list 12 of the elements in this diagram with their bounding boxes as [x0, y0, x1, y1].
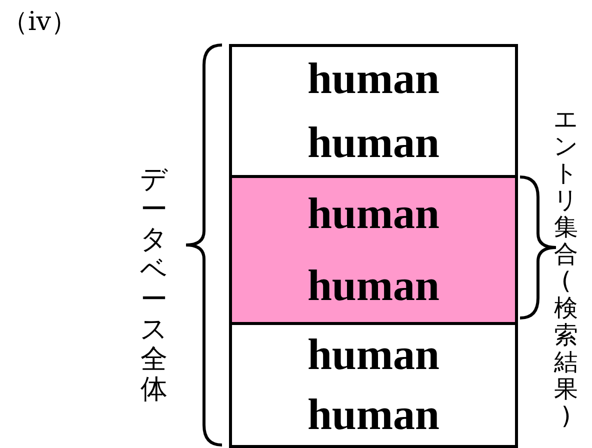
- panel-label: （ⅳ）: [2, 6, 78, 39]
- entry-band: [229, 175, 518, 325]
- entry-text: human: [307, 189, 440, 239]
- entry-text: human: [307, 330, 440, 380]
- entry-text: human: [307, 54, 440, 104]
- bracket-label: エントリ集合(検索結果): [552, 106, 580, 430]
- entry-band: [229, 322, 518, 448]
- entry-text: human: [307, 118, 440, 168]
- entry-text: human: [307, 390, 440, 440]
- bracket-label: データベース全体: [140, 165, 168, 405]
- entry-band: [229, 44, 518, 178]
- entry-text: human: [307, 261, 440, 311]
